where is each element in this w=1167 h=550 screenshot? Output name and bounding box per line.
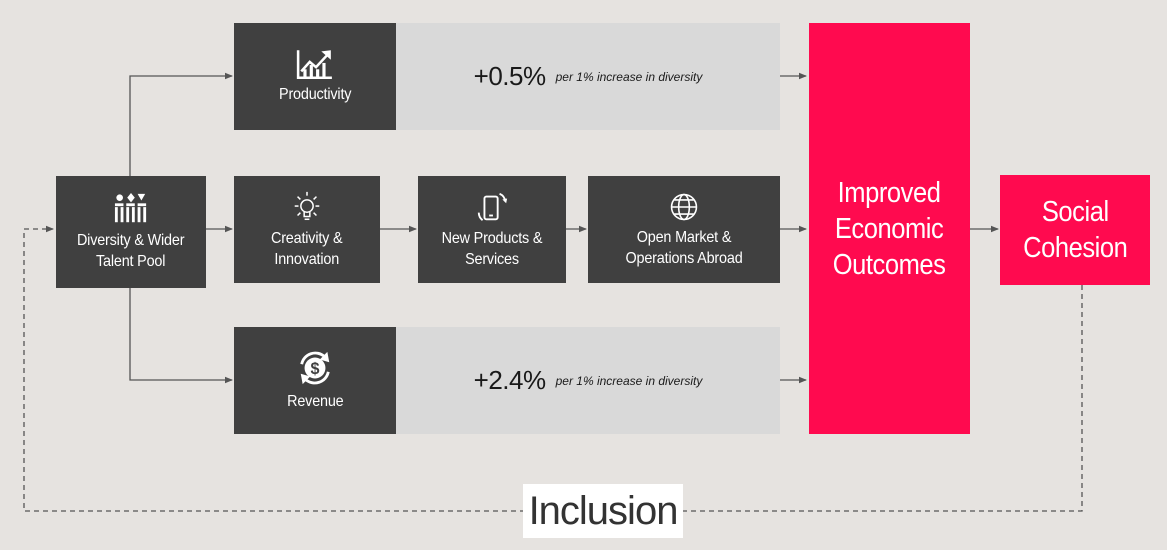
creativity-node: Creativity & Innovation [234, 176, 380, 283]
revenue-impact: +2.4% per 1% increase in diversity [396, 327, 780, 434]
people-icon [114, 192, 147, 223]
open-market-label: Open Market & Operations Abroad [625, 228, 743, 267]
revenue-node: $ Revenue [234, 327, 396, 434]
new-products-node: New Products & Services [418, 176, 566, 283]
new-products-label: New Products & Services [441, 229, 543, 268]
revenue-impact-note: per 1% increase in diversity [555, 373, 703, 388]
productivity-impact-value: +0.5% [473, 61, 546, 91]
economic-outcomes-label: Improved Economic Outcomes [833, 176, 946, 281]
revenue-label: Revenue [286, 393, 344, 410]
inclusion-loop [23, 225, 1083, 512]
diversity-node: Diversity & Wider Talent Pool [56, 176, 206, 288]
open-market-node: Open Market & Operations Abroad [588, 176, 780, 283]
productivity-impact-note: per 1% increase in diversity [555, 69, 703, 84]
productivity-label: Productivity [278, 86, 352, 103]
mobile-device-icon [477, 192, 508, 221]
productivity-impact: +0.5% per 1% increase in diversity [396, 23, 780, 130]
creativity-label: Creativity & Innovation [271, 229, 343, 268]
diversity-label: Diversity & Wider Talent Pool [77, 232, 185, 270]
growth-chart-icon [296, 50, 332, 79]
branch-to-productivity [129, 72, 233, 176]
globe-icon [670, 193, 698, 220]
social-cohesion-node: Social Cohesion [1000, 175, 1150, 285]
lightbulb-icon [294, 191, 320, 220]
svg-text:$: $ [311, 360, 320, 378]
branch-to-revenue [129, 288, 233, 384]
inclusion-label: Inclusion [523, 484, 683, 538]
productivity-node: Productivity [234, 23, 396, 130]
economic-outcomes-node: Improved Economic Outcomes [809, 23, 970, 434]
dollar-cycle-icon: $ [300, 351, 330, 385]
social-cohesion-label: Social Cohesion [1022, 196, 1128, 264]
revenue-impact-value: +2.4% [473, 365, 546, 395]
